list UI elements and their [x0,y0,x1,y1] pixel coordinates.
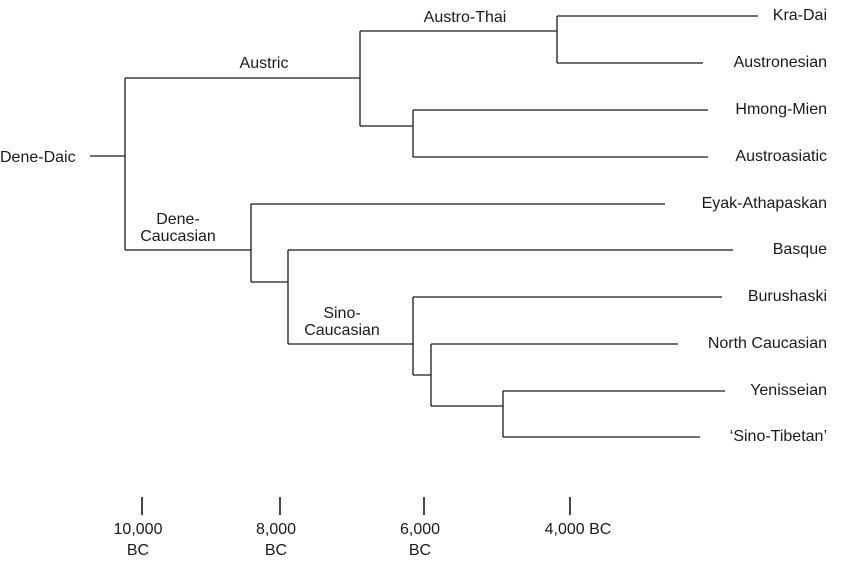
leaf-label-austronesian: Austronesian [734,54,827,71]
leaf-label-north-caucasian: North Caucasian [708,335,827,352]
leaf-label-hmong-mien: Hmong-Mien [735,101,827,118]
branch-label-austric: Austric [240,55,289,72]
leaf-label-austroasiatic: Austroasiatic [735,148,827,165]
timeline-label-10000-era: BC [127,542,149,559]
tree-edges [90,15,758,438]
root-label: Dene-Daic [0,149,76,166]
leaf-label-burushaski: Burushaski [748,288,827,305]
leaf-labels: Kra-Dai Austronesian Hmong-Mien Austroas… [702,7,828,445]
timeline-label-4000: 4,000 BC [545,521,612,538]
leaf-label-eyak-athapaskan: Eyak-Athapaskan [702,195,827,212]
timeline-label-8000: 8,000 [256,521,296,538]
branch-label-austro-thai: Austro-Thai [424,9,507,26]
leaf-label-yenisseian: Yenisseian [750,382,827,399]
branch-label-dene-caucasian-1: Dene- [156,211,200,228]
leaf-label-kra-dai: Kra-Dai [773,7,827,24]
branch-label-sino-caucasian-2: Caucasian [304,322,380,339]
timeline-label-6000-era: BC [409,542,431,559]
branch-labels: Austric Austro-Thai Dene- Caucasian Sino… [140,9,506,339]
branch-label-sino-caucasian-1: Sino- [323,305,360,322]
timeline: 10,000 BC 8,000 BC 6,000 BC 4,000 BC [114,497,612,559]
leaf-label-sino-tibetan: ‘Sino-Tibetan’ [730,428,827,445]
timeline-label-6000: 6,000 [400,521,440,538]
timeline-label-10000: 10,000 [114,521,163,538]
timeline-label-8000-era: BC [265,542,287,559]
leaf-label-basque: Basque [773,241,827,258]
branch-label-dene-caucasian-2: Caucasian [140,228,216,245]
